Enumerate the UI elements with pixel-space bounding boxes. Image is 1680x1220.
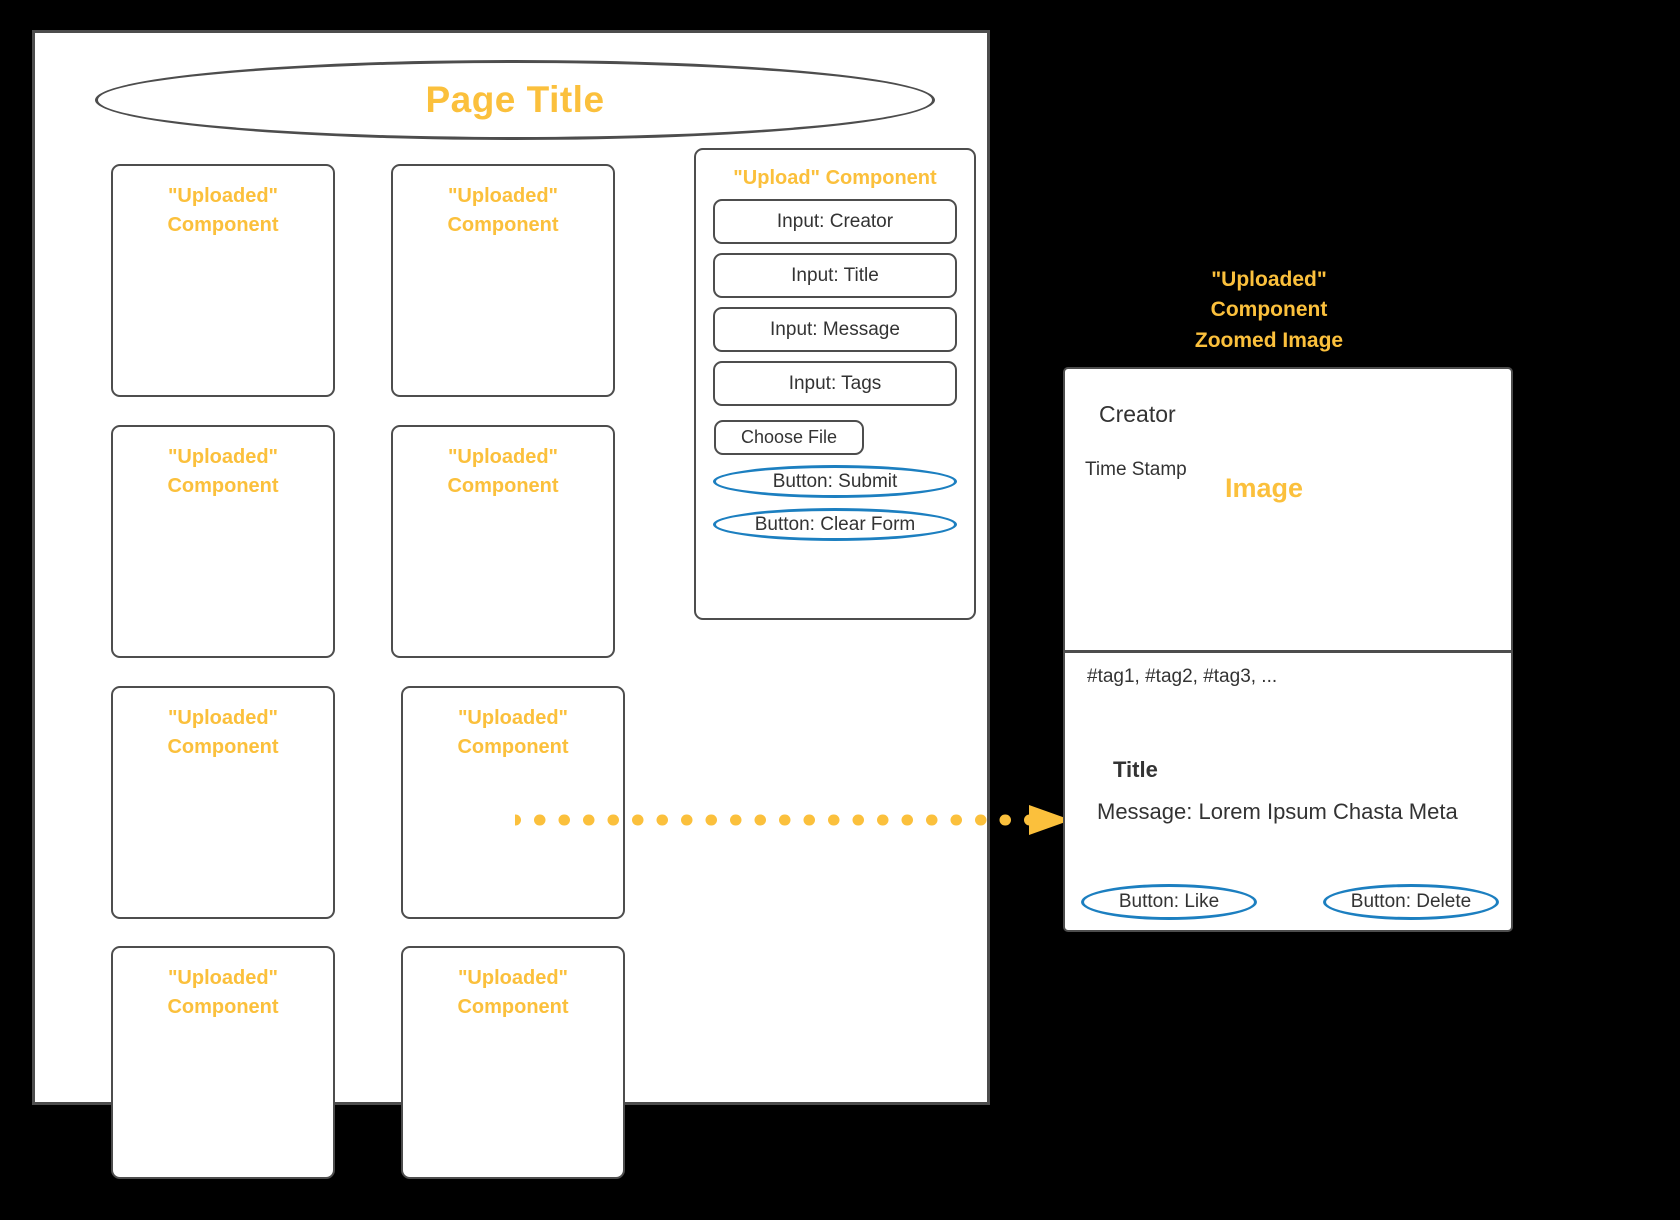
uploaded-component-label: "Uploaded"Component <box>167 446 279 498</box>
uploaded-component-label: "Uploaded"Component <box>167 185 279 237</box>
uploaded-component-card[interactable]: "Uploaded"Component <box>401 946 625 1179</box>
like-button[interactable]: Button: Like <box>1081 884 1257 920</box>
arrowhead-icon <box>1029 805 1071 835</box>
zoomed-heading-line1: "Uploaded" <box>1211 268 1327 291</box>
upload-component-panel: "Upload" Component Input: Creator Input:… <box>694 148 976 620</box>
zoomed-heading-line2: Component <box>1210 298 1328 322</box>
delete-button[interactable]: Button: Delete <box>1323 884 1499 920</box>
uploaded-component-label: "Uploaded"Component <box>457 707 569 759</box>
clear-form-button[interactable]: Button: Clear Form <box>713 508 957 541</box>
input-message[interactable]: Input: Message <box>713 307 957 352</box>
detail-title: Title <box>1113 757 1158 782</box>
input-title[interactable]: Input: Title <box>713 253 957 298</box>
dotted-connector-arrow <box>515 805 1071 835</box>
page-title: Page Title <box>425 79 605 120</box>
zoomed-heading-line3: Zoomed Image <box>1194 328 1344 352</box>
uploaded-component-card[interactable]: "Uploaded"Component <box>391 425 615 658</box>
creator-label: Creator <box>1099 401 1176 427</box>
tags-label: #tag1, #tag2, #tag3, ... <box>1087 666 1278 687</box>
page-title-ellipse: Page Title <box>95 60 935 140</box>
uploaded-component-label: "Uploaded"Component <box>447 446 559 498</box>
upload-component-title: "Upload" Component <box>733 167 937 189</box>
detail-message: Message: Lorem Ipsum Chasta Meta <box>1097 799 1458 824</box>
uploaded-component-card-linked[interactable]: "Uploaded"Component <box>401 686 625 919</box>
page-panel: Page Title "Uploaded"Component "Uploaded… <box>32 30 990 1179</box>
card-divider <box>1065 650 1511 653</box>
timestamp-label: Time Stamp <box>1085 459 1187 480</box>
uploaded-component-card[interactable]: "Uploaded"Component <box>111 164 335 397</box>
choose-file-button[interactable]: Choose File <box>714 420 864 455</box>
submit-button[interactable]: Button: Submit <box>713 465 957 498</box>
uploaded-component-card[interactable]: "Uploaded"Component <box>391 164 615 397</box>
uploaded-component-detail-card: Creator Time Stamp Image #tag1, #tag2, #… <box>1063 367 1513 932</box>
uploaded-component-card[interactable]: "Uploaded"Component <box>111 946 335 1179</box>
uploaded-component-label: "Uploaded"Component <box>167 707 279 759</box>
uploaded-component-card[interactable]: "Uploaded"Component <box>111 425 335 658</box>
uploaded-component-card[interactable]: "Uploaded"Component <box>111 686 335 919</box>
uploaded-component-label: "Uploaded"Component <box>167 967 279 1019</box>
uploaded-component-label: "Uploaded"Component <box>457 967 569 1019</box>
input-tags[interactable]: Input: Tags <box>713 361 957 406</box>
zoomed-image-heading: "Uploaded" Component Zoomed Image <box>1065 265 1473 356</box>
image-placeholder-label: Image <box>1225 473 1304 503</box>
input-creator[interactable]: Input: Creator <box>713 199 957 244</box>
uploaded-component-label: "Uploaded"Component <box>447 185 559 237</box>
